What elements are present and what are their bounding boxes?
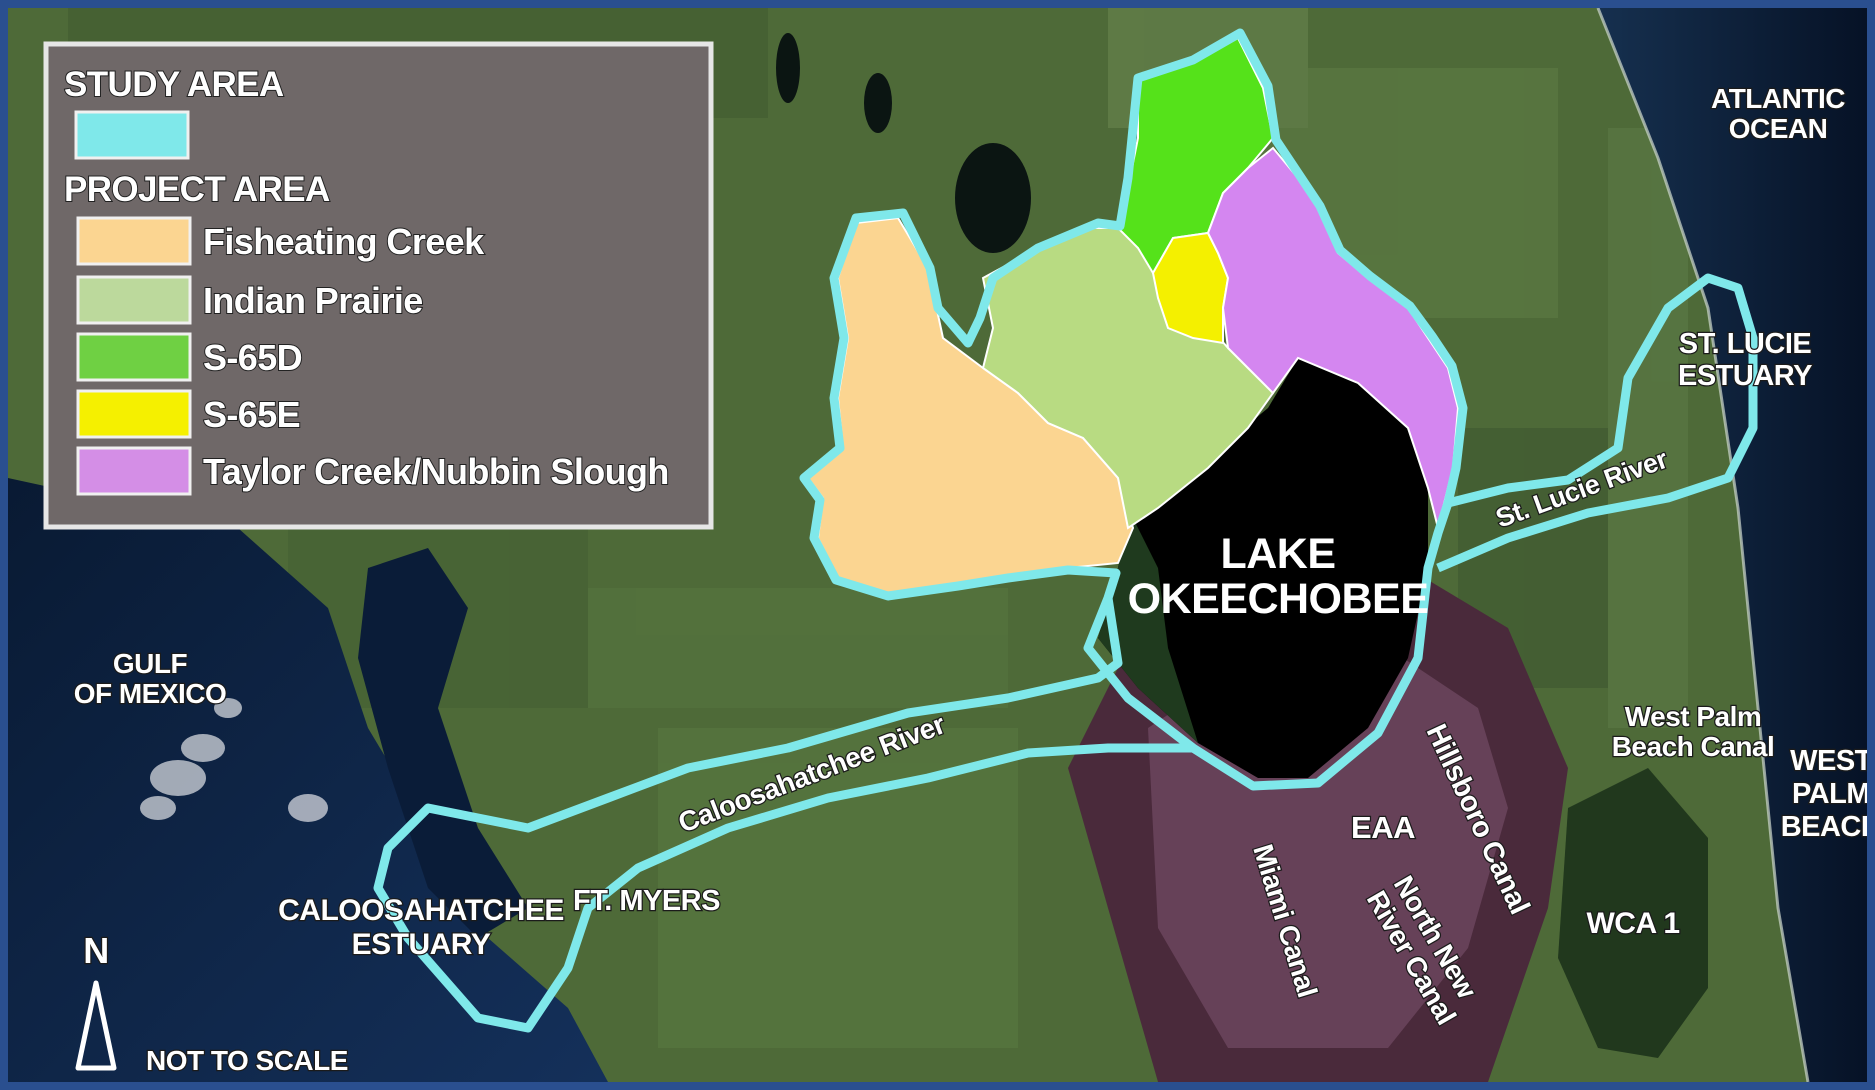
- legend-label-s65d: S-65D: [203, 337, 302, 378]
- legend-swatch-indian-prairie: [76, 275, 192, 325]
- coastline: [1596, 8, 1810, 1082]
- wca1-label: WCA 1: [1586, 907, 1679, 940]
- scale-note: NOT TO SCALE: [146, 1045, 348, 1076]
- legend-label-s65e: S-65E: [203, 394, 300, 435]
- ft-myers-label: FT. MYERS: [573, 885, 720, 917]
- lake-okeechobee: [1098, 358, 1428, 778]
- legend-swatch-taylor-creek: [76, 446, 192, 496]
- lake-marsh: [1098, 508, 1198, 743]
- gulf-label-line1: GULF: [113, 648, 188, 679]
- estuary-water: [358, 548, 528, 938]
- caloosahatchee-estuary-line2: ESTUARY: [352, 928, 491, 961]
- legend-label-fisheating-creek: Fisheating Creek: [203, 221, 485, 262]
- north-label: N: [83, 930, 109, 971]
- st-lucie-estuary-line2: ESTUARY: [1678, 360, 1812, 392]
- west-palm-canal-line2: Beach Canal: [1612, 731, 1775, 762]
- atlantic-ocean: [1598, 8, 1867, 1082]
- atlantic-label-line2: OCEAN: [1729, 113, 1828, 144]
- west-palm-beach-line1: WEST: [1790, 745, 1867, 777]
- atlantic-label-line1: ATLANTIC: [1711, 83, 1845, 114]
- legend-study-title: STUDY AREA: [64, 65, 284, 104]
- legend-swatch-s65e: [76, 389, 192, 439]
- legend-swatch-s65d: [76, 332, 192, 382]
- legend-project-title: PROJECT AREA: [64, 170, 330, 209]
- legend-label-taylor-creek: Taylor Creek/Nubbin Slough: [203, 451, 669, 492]
- clouds: [140, 698, 328, 822]
- north-arrow-icon: [75, 980, 117, 1071]
- legend-swatch-fisheating-creek: [76, 216, 192, 266]
- eaa-label: EAA: [1351, 810, 1415, 845]
- study-area-outline: [799, 28, 1468, 791]
- small-lake: [864, 73, 892, 133]
- st-lucie-estuary-line1: ST. LUCIE: [1679, 328, 1812, 360]
- legend-panel: STUDY AREA PROJECT AREA Fisheating Creek…: [43, 41, 714, 530]
- caloosahatchee-corridor-outline: [373, 597, 1193, 1033]
- legend-swatch-study-area: [74, 110, 190, 160]
- west-palm-canal-line1: West Palm: [1625, 701, 1762, 732]
- st-lucie-corridor-outline: [1436, 273, 1758, 573]
- small-lake: [955, 143, 1031, 253]
- small-lake: [776, 33, 800, 103]
- study-area-map: STUDY AREA PROJECT AREA Fisheating Creek…: [8, 8, 1867, 1082]
- legend-label-indian-prairie: Indian Prairie: [203, 280, 423, 321]
- wca1-region: [1558, 768, 1708, 1058]
- gulf-label-line2: OF MEXICO: [74, 678, 227, 709]
- lake-label-line2: OKEECHOBEE: [1128, 575, 1429, 623]
- west-palm-beach-line2: PALM: [1792, 778, 1867, 810]
- lake-label-line1: LAKE: [1220, 530, 1335, 578]
- caloosahatchee-estuary-line1: CALOOSAHATCHEE: [278, 894, 564, 927]
- gulf-of-mexico: [8, 478, 608, 1082]
